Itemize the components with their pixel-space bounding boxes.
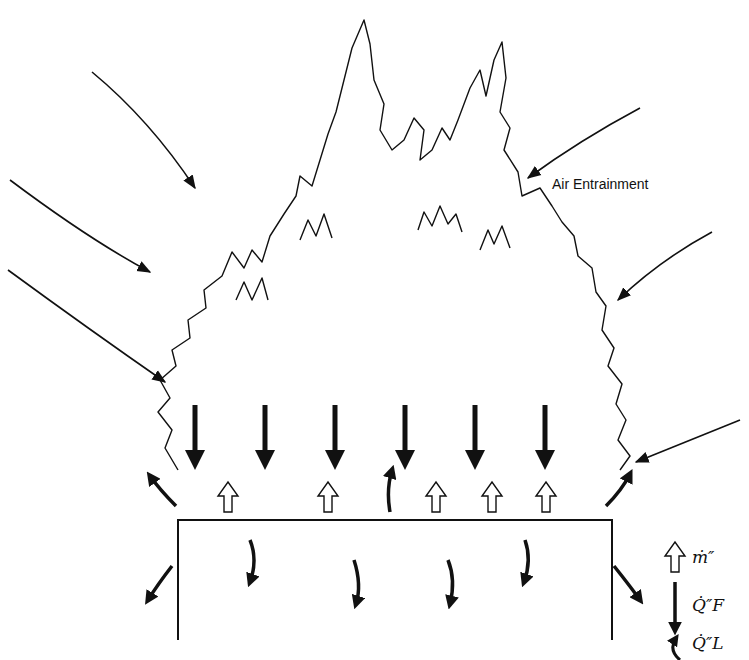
flame-outline xyxy=(158,20,630,470)
entrainment-arrows xyxy=(8,72,740,462)
annotation-label: Air Entrainment xyxy=(552,176,648,192)
legend-symbol: Q̇″F xyxy=(692,595,724,615)
legend-symbol: Q̇″L xyxy=(692,633,724,653)
loss-flux-sample xyxy=(673,638,680,660)
legend-symbol: ṁ″ xyxy=(692,547,714,567)
flame-flux-sample xyxy=(673,582,677,630)
flame-heat-flux-arrows xyxy=(195,405,545,462)
heat-loss-arrows xyxy=(148,470,640,604)
fuel-surface xyxy=(178,520,612,640)
mass-flux-sample xyxy=(665,542,685,572)
